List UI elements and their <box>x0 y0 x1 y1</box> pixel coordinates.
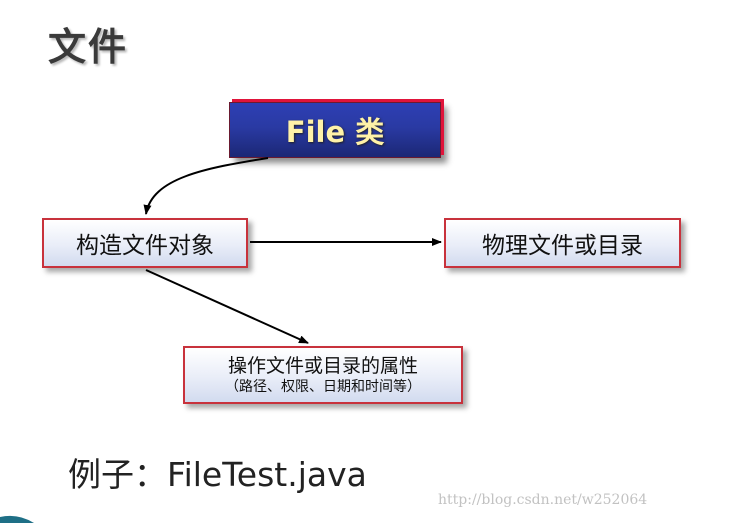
arrow-construct-to-operate <box>145 269 309 344</box>
arrow-file-to-construct <box>143 157 269 215</box>
operate-attributes-sublabel: （路径、权限、日期和时间等） <box>225 379 421 395</box>
construct-object-box: 构造文件对象 <box>42 218 248 268</box>
page-title: 文件 <box>48 25 129 69</box>
watermark-text: http://blog.csdn.net/w252064 <box>438 492 648 508</box>
example-text: 例子：FileTest.java <box>68 455 367 494</box>
physical-file-box: 物理文件或目录 <box>444 218 681 268</box>
corner-decoration <box>0 515 34 523</box>
operate-attributes-label: 操作文件或目录的属性 <box>227 355 418 377</box>
file-class-box: File 类 <box>229 102 441 158</box>
operate-attributes-box: 操作文件或目录的属性 （路径、权限、日期和时间等） <box>183 346 463 404</box>
